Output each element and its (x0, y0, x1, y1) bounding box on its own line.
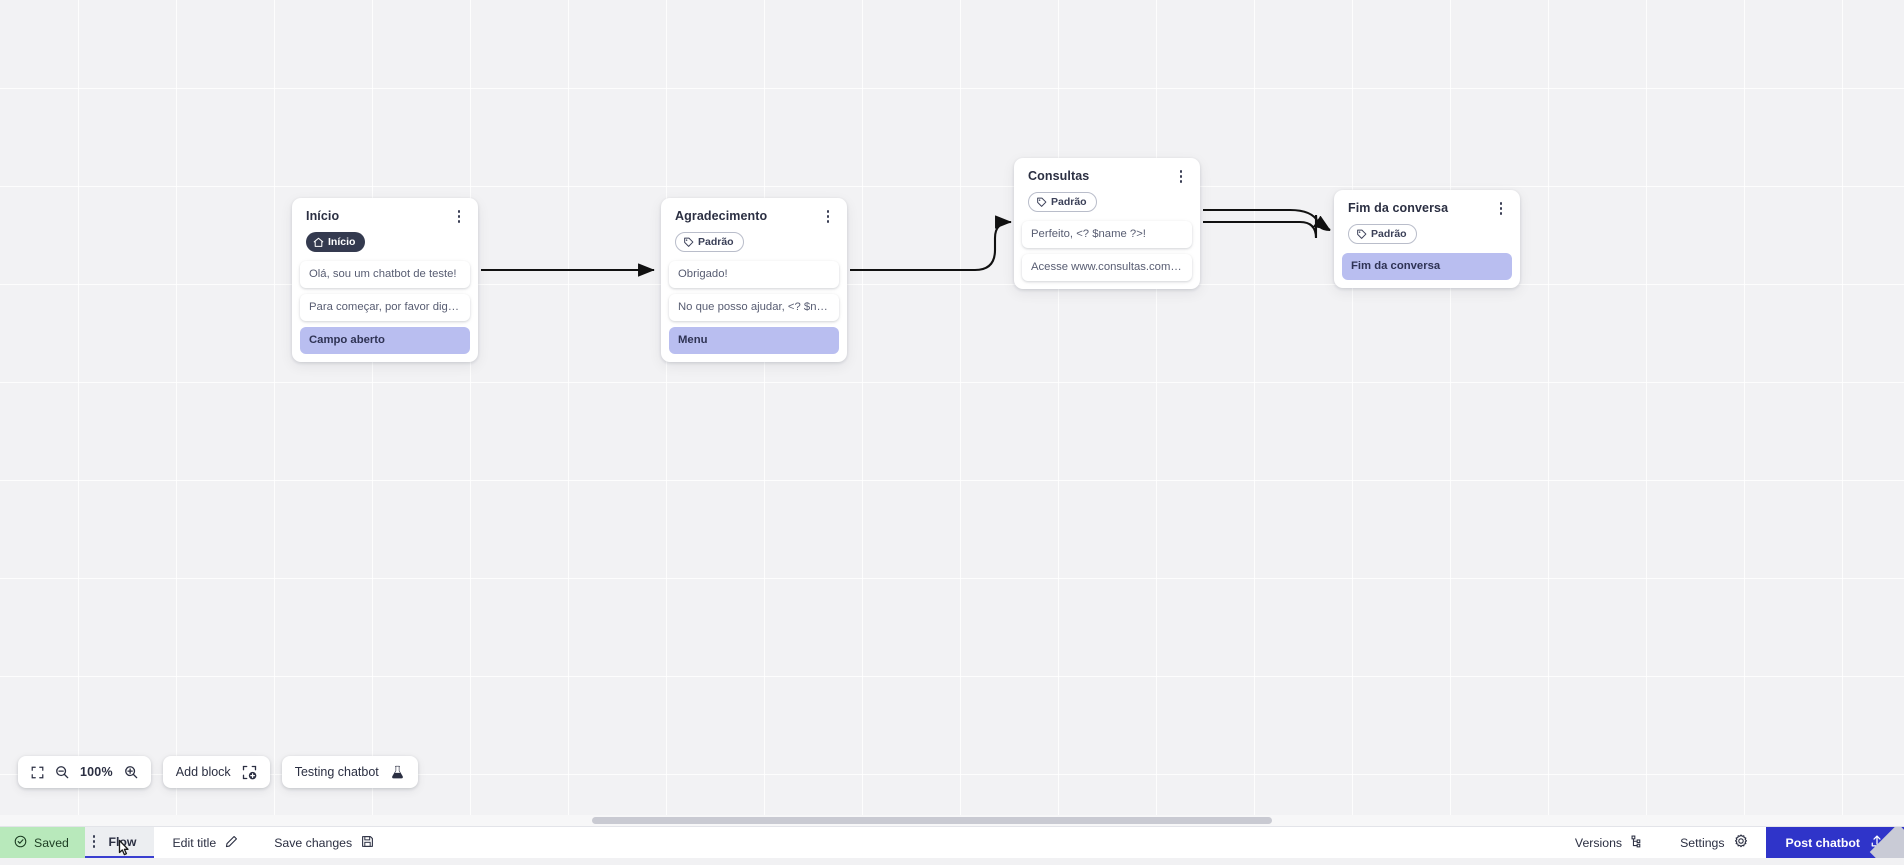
horizontal-scrollbar[interactable] (0, 815, 1904, 826)
block-title: Início (306, 209, 339, 224)
tag-icon (1356, 229, 1367, 240)
branch-icon (1631, 835, 1644, 851)
gear-icon (1734, 834, 1748, 851)
testing-chatbot-label: Testing chatbot (295, 765, 379, 779)
block-title: Fim da conversa (1348, 201, 1448, 216)
add-block-label: Add block (176, 765, 231, 779)
flow-block-fim-da-conversa[interactable]: Fim da conversa Padrão Fim da conversa (1334, 190, 1520, 288)
status-bar: Saved Flow Edit title Save changes Versi… (0, 826, 1904, 858)
block-badge-padrao[interactable]: Padrão (1348, 224, 1417, 244)
block-menu-button[interactable] (452, 208, 466, 225)
block-row-accent[interactable]: Fim da conversa (1342, 253, 1512, 280)
tag-icon (1036, 197, 1047, 208)
block-row-accent[interactable]: Campo aberto (300, 327, 470, 354)
block-rows: Perfeito, <? $name ?>! Acesse www.consul… (1022, 213, 1192, 281)
post-chatbot-button[interactable]: Post chatbot (1766, 827, 1904, 858)
block-rows: Fim da conversa (1342, 245, 1512, 280)
block-title: Agradecimento (675, 209, 767, 224)
scrollbar-thumb[interactable] (592, 817, 1272, 824)
flow-canvas[interactable]: Início Início Olá, sou um chatbot de tes… (0, 0, 1904, 826)
block-menu-button[interactable] (1494, 200, 1508, 217)
add-block-icon (242, 765, 257, 780)
badge-row: Início (300, 225, 470, 253)
block-header: Fim da conversa (1342, 199, 1512, 217)
badge-row: Padrão (1022, 185, 1192, 213)
edit-title-button[interactable]: Edit title (154, 827, 256, 858)
edit-title-label: Edit title (172, 836, 216, 850)
badge-label: Padrão (1051, 196, 1087, 208)
zoom-out-icon[interactable] (55, 765, 69, 779)
upload-icon (1870, 834, 1884, 851)
zoom-controls[interactable]: 100% (18, 756, 151, 788)
floppy-disk-icon (361, 835, 374, 851)
tag-icon (683, 237, 694, 248)
flow-block-consultas[interactable]: Consultas Padrão Perfeito, <? $name ?>! … (1014, 158, 1200, 289)
settings-label: Settings (1680, 836, 1724, 850)
badge-label: Início (328, 236, 355, 248)
block-header: Início (300, 207, 470, 225)
save-changes-button[interactable]: Save changes (256, 827, 392, 858)
canvas-toolbar: 100% Add block Testing chatbot (18, 756, 418, 788)
block-header: Agradecimento (669, 207, 839, 225)
saved-label: Saved (34, 836, 69, 850)
flow-block-inicio[interactable]: Início Início Olá, sou um chatbot de tes… (292, 198, 478, 362)
versions-button[interactable]: Versions (1557, 827, 1662, 858)
badge-row: Padrão (669, 225, 839, 253)
block-rows: Olá, sou um chatbot de teste! Para começ… (300, 253, 470, 354)
block-row[interactable]: No que posso ajudar, <? $name … (669, 294, 839, 321)
block-row[interactable]: Acesse www.consultas.com par… (1022, 254, 1192, 281)
status-badge-saved: Saved (0, 827, 85, 858)
flask-icon (390, 765, 405, 780)
block-title: Consultas (1028, 169, 1089, 184)
mouse-cursor (115, 838, 133, 865)
home-icon (313, 237, 324, 248)
block-badge-padrao[interactable]: Padrão (675, 232, 744, 252)
zoom-level-label: 100% (80, 765, 113, 779)
badge-row: Padrão (1342, 217, 1512, 245)
testing-chatbot-button[interactable]: Testing chatbot (282, 756, 418, 788)
block-row[interactable]: Perfeito, <? $name ?>! (1022, 221, 1192, 248)
pencil-icon (225, 835, 238, 851)
block-badge-padrao[interactable]: Padrão (1028, 192, 1097, 212)
versions-label: Versions (1575, 836, 1622, 850)
badge-label: Padrão (698, 236, 734, 248)
zoom-in-icon[interactable] (124, 765, 138, 779)
flow-block-agradecimento[interactable]: Agradecimento Padrão Obrigado! No que po… (661, 198, 847, 362)
block-row[interactable]: Olá, sou um chatbot de teste! (300, 261, 470, 288)
badge-label: Padrão (1371, 228, 1407, 240)
block-header: Consultas (1022, 167, 1192, 185)
settings-button[interactable]: Settings (1662, 827, 1765, 858)
block-row[interactable]: Para começar, por favor digite o … (300, 294, 470, 321)
block-row[interactable]: Obrigado! (669, 261, 839, 288)
save-changes-label: Save changes (274, 836, 352, 850)
block-rows: Obrigado! No que posso ajudar, <? $name … (669, 253, 839, 354)
block-menu-button[interactable] (821, 208, 835, 225)
statusbar-spacer (392, 827, 1557, 858)
block-row-accent[interactable]: Menu (669, 327, 839, 354)
drag-handle-icon[interactable] (93, 835, 96, 848)
connector-layer (0, 0, 1904, 826)
fit-screen-icon[interactable] (31, 766, 44, 779)
add-block-button[interactable]: Add block (163, 756, 270, 788)
block-badge-inicio[interactable]: Início (306, 232, 365, 252)
post-chatbot-label: Post chatbot (1786, 836, 1860, 850)
block-menu-button[interactable] (1174, 168, 1188, 185)
check-circle-icon (14, 835, 27, 851)
